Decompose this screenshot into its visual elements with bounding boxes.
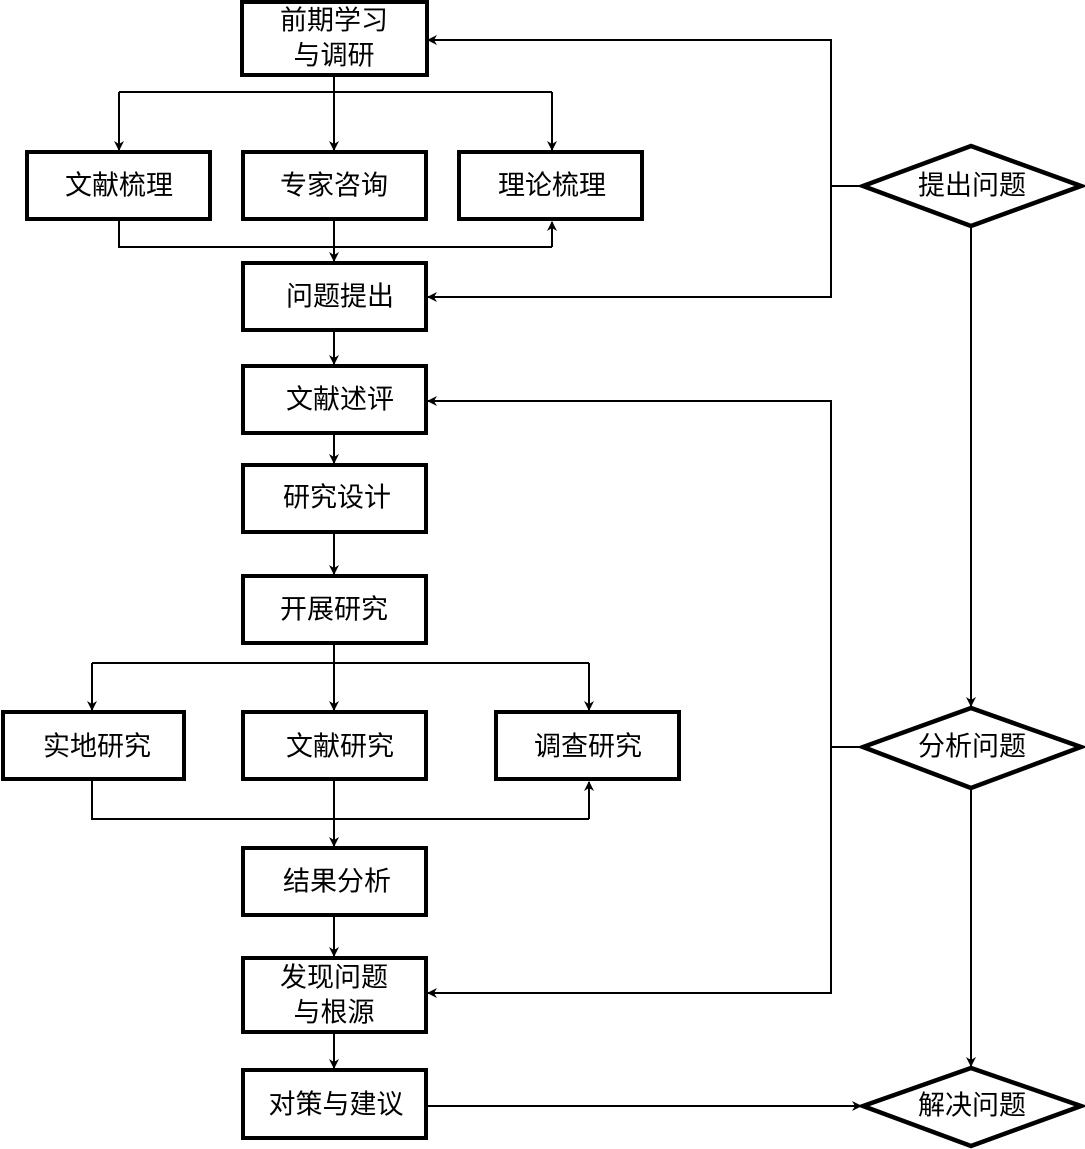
node-label: 文献研究 — [286, 732, 394, 763]
node-label-line-1: 发现问题 — [280, 963, 388, 994]
node-label-line-2: 与调研 — [294, 41, 375, 72]
connectors — [87, 35, 976, 1111]
node-expert-consultation[interactable]: 专家咨询 — [241, 150, 428, 221]
node-label: 文献述评 — [286, 385, 394, 416]
decision-solve-problem[interactable]: 解决问题 — [856, 1065, 1085, 1149]
node-label: 理论梳理 — [498, 171, 606, 202]
arrow-raise-to-problem-raising — [427, 186, 832, 302]
node-survey-research[interactable]: 调查研究 — [494, 710, 681, 781]
node-countermeasures[interactable]: 对策与建议 — [241, 1068, 428, 1140]
node-label-line-1: 前期学习 — [280, 6, 388, 37]
decision-analyze-problem[interactable]: 分析问题 — [856, 705, 1085, 791]
node-field-research[interactable]: 实地研究 — [1, 710, 186, 781]
connector-branch-bus-bottom — [118, 220, 552, 248]
decision-raise-problem[interactable]: 提出问题 — [856, 143, 1085, 229]
node-label: 实地研究 — [43, 732, 151, 763]
decision-label: 解决问题 — [918, 1091, 1026, 1122]
node-result-analysis[interactable]: 结果分析 — [241, 846, 428, 917]
decision-label: 提出问题 — [918, 171, 1026, 202]
node-problem-raising[interactable]: 问题提出 — [241, 261, 428, 332]
node-research-design[interactable]: 研究设计 — [241, 463, 428, 534]
node-label: 调查研究 — [534, 732, 642, 763]
node-label: 对策与建议 — [269, 1090, 404, 1121]
node-literature-sort[interactable]: 文献梳理 — [25, 150, 212, 221]
node-label: 研究设计 — [283, 483, 391, 514]
connector-research-bus-top — [92, 644, 589, 664]
arrow-analyze-to-literature-review — [427, 396, 832, 747]
node-literature-review[interactable]: 文献述评 — [241, 364, 428, 435]
node-label: 结果分析 — [283, 867, 391, 898]
connector-research-bus-bottom — [91, 780, 589, 820]
node-preliminary-study[interactable]: 前期学习 与调研 — [240, 0, 429, 77]
node-find-problem-root[interactable]: 发现问题 与根源 — [241, 956, 428, 1034]
arrow-analyze-to-find-problem-root — [427, 747, 832, 998]
node-conduct-research[interactable]: 开展研究 — [241, 574, 428, 645]
node-theory-sort[interactable]: 理论梳理 — [457, 150, 644, 221]
node-label-line-2: 与根源 — [294, 998, 375, 1029]
node-label: 问题提出 — [286, 282, 394, 313]
node-label: 开展研究 — [280, 595, 388, 626]
decision-label: 分析问题 — [918, 732, 1026, 763]
node-label: 文献梳理 — [65, 171, 173, 202]
node-label: 专家咨询 — [280, 171, 388, 202]
node-literature-research[interactable]: 文献研究 — [241, 710, 428, 781]
arrow-raise-to-preliminary — [427, 35, 832, 186]
